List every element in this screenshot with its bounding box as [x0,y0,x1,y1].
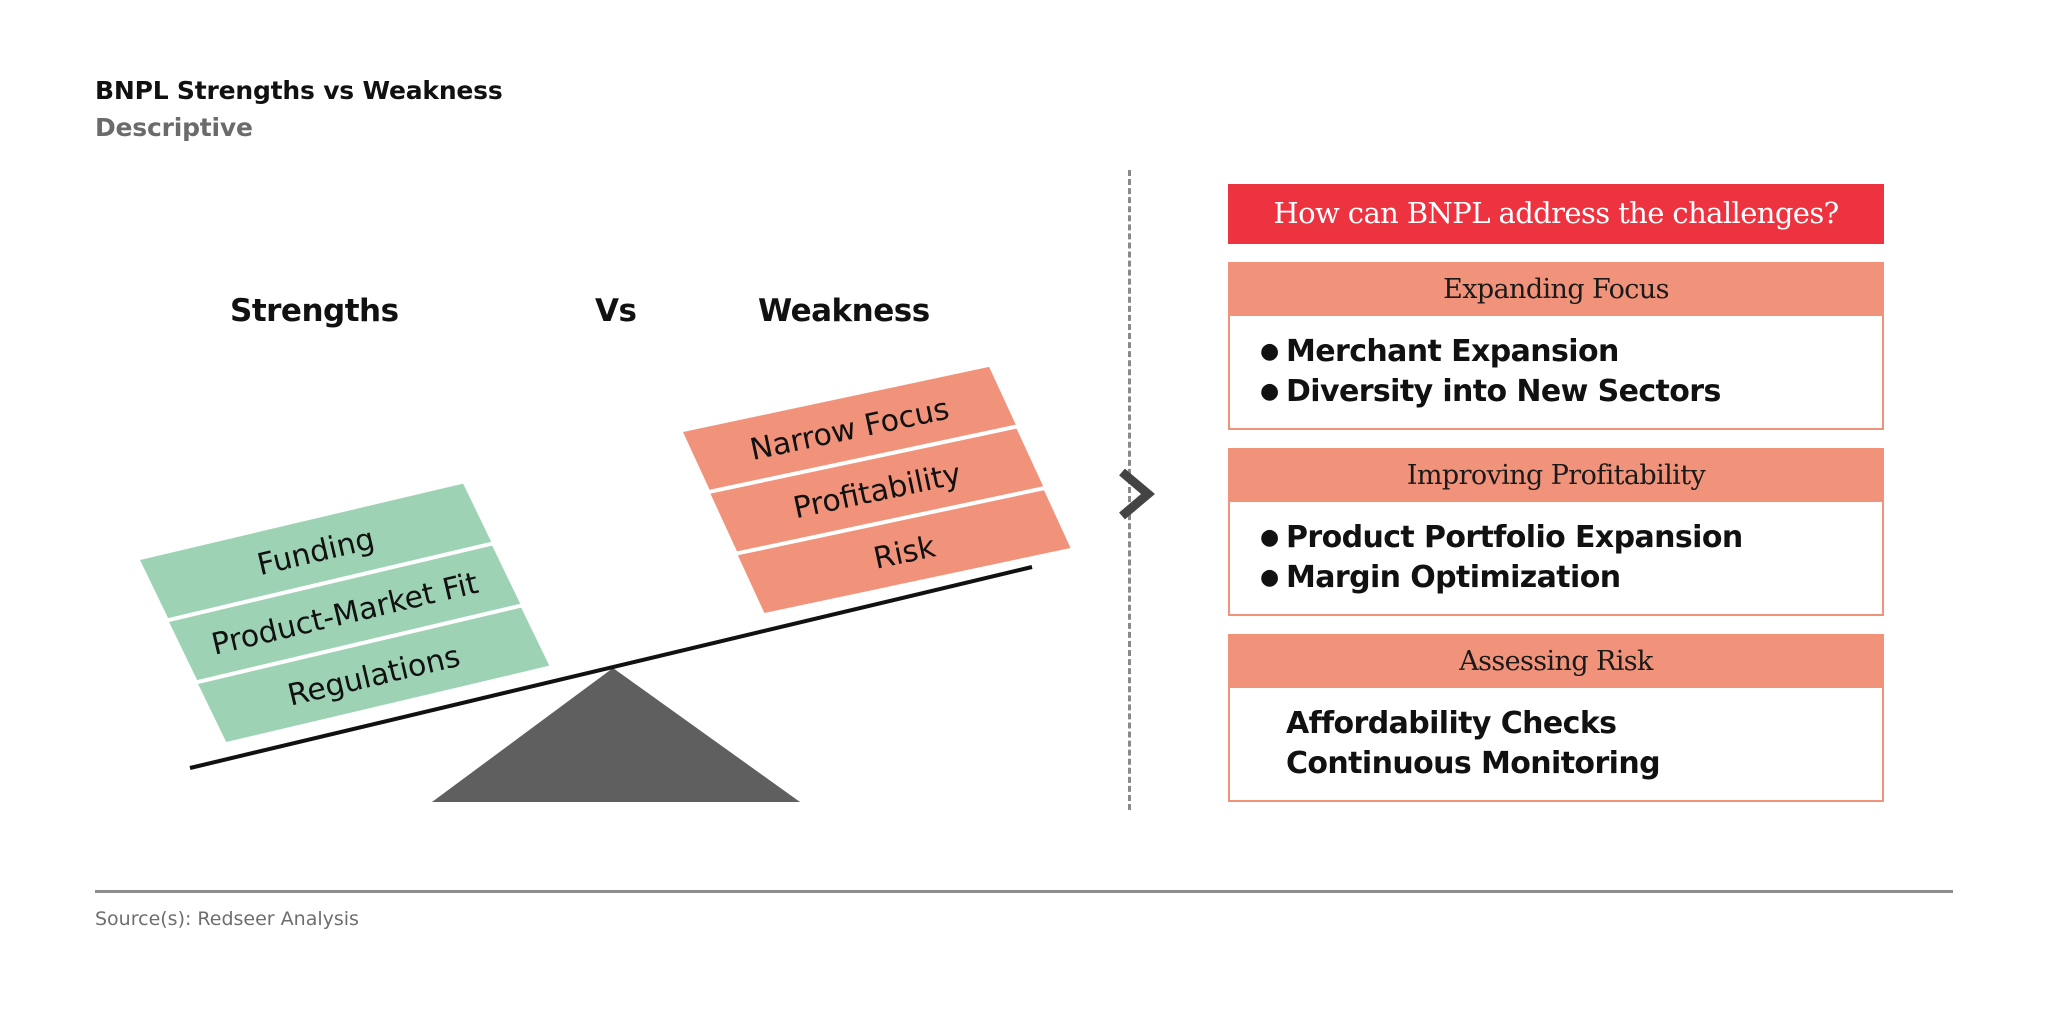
list-item: Continuous Monitoring [1286,746,1661,781]
dashed-divider [1128,170,1131,810]
weaknesses-block: Risk [737,490,1071,614]
card-heading: Assessing Risk [1230,636,1882,688]
card-body: ● Product Portfolio Expansion ● Margin Opt… [1230,502,1882,614]
list-item-text: Product Portfolio Expansion [1286,520,1743,555]
bullet-icon: ● [1260,525,1279,550]
vs-heading: Vs [595,293,637,329]
solutions-banner: How can BNPL address the challenges? [1228,184,1884,244]
block-shape [169,545,521,681]
list-item: ● Product Portfolio Expansion [1230,518,1882,558]
list-item-text: Diversity into New Sectors [1286,374,1721,409]
bullet-icon: ● [1260,379,1279,404]
list-item: ● Merchant Expansion [1230,332,1882,372]
chevron-right-icon [1119,468,1155,520]
solution-card-expanding-focus: Expanding Focus ● Merchant Expansion ● Div… [1228,262,1884,430]
chart-title: BNPL Strengths vs Weakness [95,76,503,105]
footer-rule [95,890,1953,893]
card-heading: Expanding Focus [1230,264,1882,316]
source-note: Source(s): Redseer Analysis [95,908,359,930]
list-item-text: Margin Optimization [1286,560,1621,595]
block-shape [737,490,1071,614]
chart-subtitle: Descriptive [95,113,253,142]
list-item: ● Margin Optimization [1230,558,1882,598]
fulcrum-triangle [432,668,800,802]
block-shape [198,607,550,743]
scale-beam [189,565,1033,770]
block-shape [683,366,1016,490]
card-body: ● Merchant Expansion ● Diversity into New … [1230,316,1882,428]
solutions-panel: How can BNPL address the challenges? Exp… [1228,184,1884,802]
solution-card-assessing-risk: Assessing Risk Affordability Checks Cont… [1228,634,1884,802]
bullet-icon: ● [1260,339,1279,364]
card-heading: Improving Profitability [1230,450,1882,502]
list-item: Affordability Checks [1286,706,1617,741]
card-body: Affordability Checks Continuous Monitori… [1230,688,1882,800]
strengths-block: Funding [140,483,492,619]
weakness-heading: Weakness [758,293,930,329]
bullet-icon: ● [1260,565,1279,590]
list-item: ● Diversity into New Sectors [1230,372,1882,412]
block-shape [710,428,1044,552]
list-item-text: Merchant Expansion [1286,334,1619,369]
strengths-heading: Strengths [230,293,399,329]
solution-card-improving-profitability: Improving Profitability ● Product Portfol… [1228,448,1884,616]
block-shape [140,483,492,619]
